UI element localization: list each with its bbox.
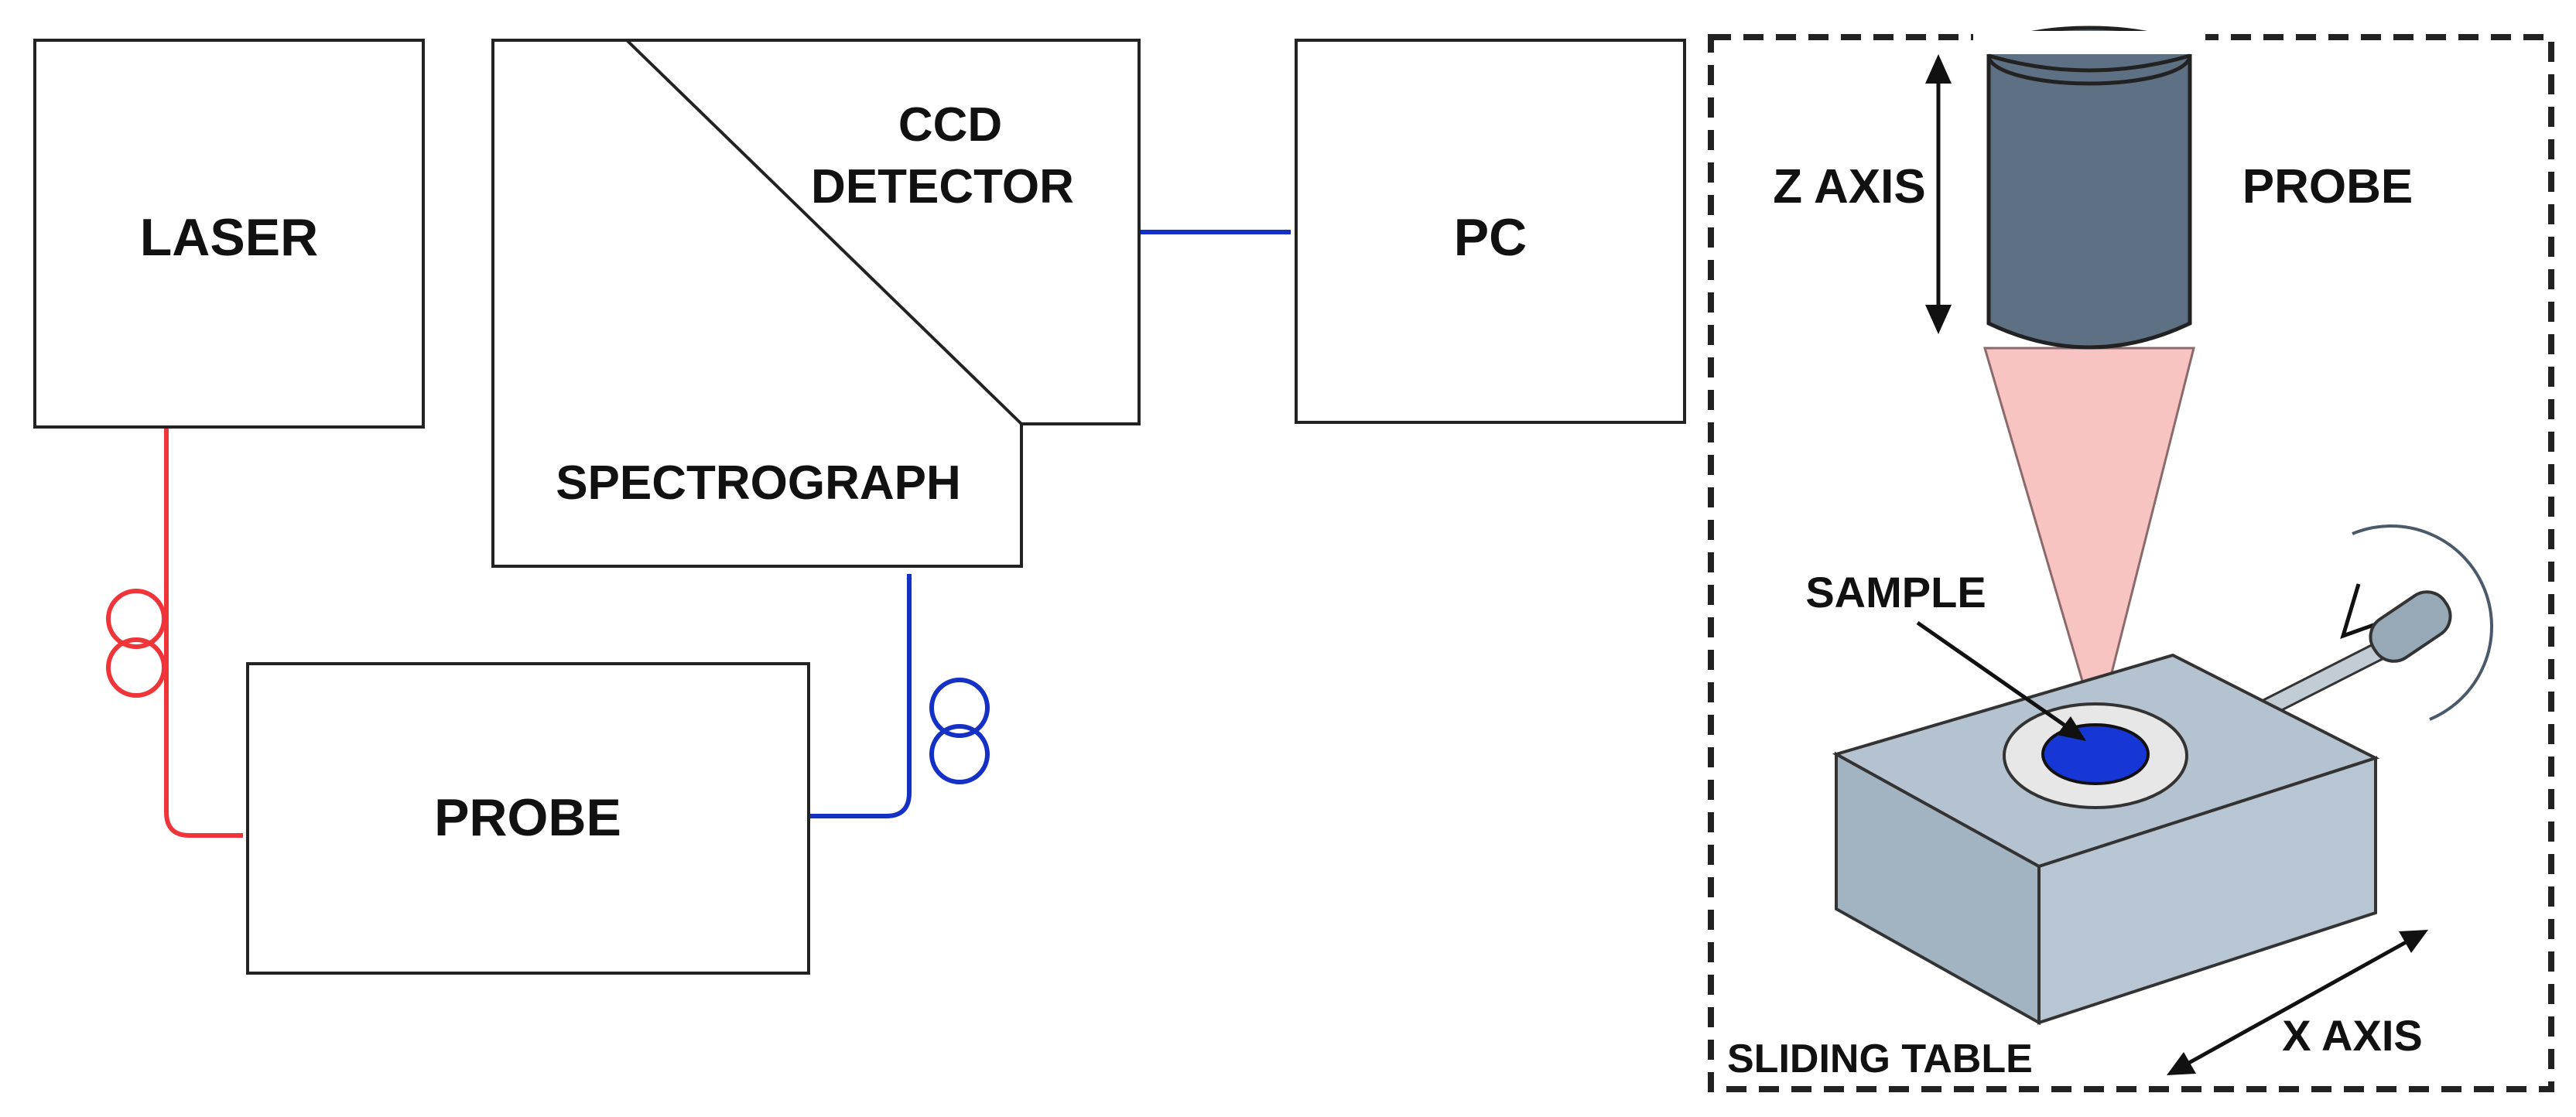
z-axis-arrowhead-down [1925, 305, 1952, 334]
probe-label: PROBE [434, 788, 621, 847]
laser-label: LASER [140, 208, 318, 267]
spectrograph-block: CCD DETECTOR SPECTROGRAPH [491, 39, 1141, 568]
sample-label: SAMPLE [1805, 568, 1986, 617]
laser-block: LASER [33, 39, 425, 429]
fiber-coil-red-1 [106, 589, 166, 649]
x-axis-arrowhead-right [2399, 930, 2428, 953]
z-axis-arrowhead-up [1925, 54, 1952, 84]
collection-fiber [810, 573, 990, 818]
x-axis-arrowhead-left [2167, 1052, 2196, 1075]
ccd-divider [625, 39, 1023, 425]
x-axis-arrow [2179, 935, 2416, 1070]
sliding-table-label: SLIDING TABLE [1727, 1037, 2033, 1081]
pc-block: PC [1295, 39, 1686, 424]
probe-block: PROBE [246, 662, 810, 975]
fiber-coil-blue-1 [929, 678, 990, 738]
excitation-fiber [106, 429, 244, 839]
stage-probe-label: PROBE [2242, 160, 2413, 213]
rotation-knob-icon [2261, 524, 2493, 721]
sample-disc [2041, 723, 2150, 785]
x-axis-label: X AXIS [2282, 1011, 2423, 1060]
pc-label: PC [1454, 208, 1527, 267]
fiber-coil-red-2 [106, 637, 166, 698]
spectrograph-label: SPECTROGRAPH [556, 456, 961, 510]
probe-head-icon [1973, 26, 2205, 350]
fiber-coil-blue-2 [929, 724, 990, 784]
sample-pointer-line [1916, 620, 2080, 737]
ccd-label-line2: DETECTOR [811, 160, 1074, 213]
sample-pointer-arrowhead [2057, 716, 2086, 741]
z-axis-label: Z AXIS [1773, 160, 1926, 213]
ccd-label-line1: CCD [898, 98, 1002, 152]
stage-region [1708, 34, 2554, 1092]
